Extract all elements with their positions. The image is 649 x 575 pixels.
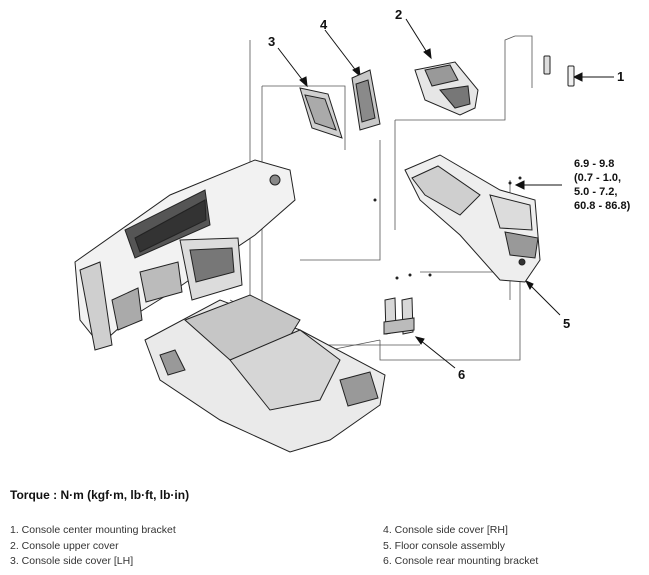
callout-4: 4 [320, 17, 328, 32]
legend-item: 2. Console upper cover [10, 539, 119, 552]
callout-5: 5 [563, 316, 571, 331]
floor-console-assembly [404, 154, 541, 283]
instrument-panel [74, 159, 296, 351]
console-center-mounting-bracket [543, 55, 575, 87]
callout-6: 6 [458, 367, 466, 382]
mounting-points [373, 176, 522, 280]
legend-item: 3. Console side cover [LH] [10, 555, 134, 567]
callout-2: 2 [395, 7, 403, 22]
callout-3: 3 [268, 34, 276, 49]
legend-item: 5. Floor console assembly [383, 539, 505, 552]
exploded-parts-diagram: 1 2 3 4 5 6 6.9 - 9.8 (0.7 - 1.0, 5.0 - … [74, 7, 630, 453]
console-upper-cover [414, 61, 479, 116]
console-side-cover-rh [351, 69, 381, 131]
torque-spec-line: 5.0 - 7.2, [574, 186, 618, 198]
floor-pan [144, 294, 386, 453]
legend-item: 6. Console rear mounting bracket [383, 555, 539, 567]
console-side-cover-lh [299, 87, 343, 139]
console-rear-mounting-bracket [383, 297, 415, 335]
callout-1: 1 [617, 69, 625, 84]
diagram-drawing [74, 18, 614, 453]
parts-legend-left: 1. Console center mounting bracket 2. Co… [10, 523, 176, 570]
torque-spec-line: 60.8 - 86.8) [574, 200, 631, 212]
torque-units-heading: Torque : N·m (kgf·m, lb·ft, lb·in) [10, 488, 190, 502]
torque-spec-line: 6.9 - 9.8 [574, 158, 615, 170]
leader-arrows [277, 18, 614, 369]
legend-item: 4. Console side cover [RH] [383, 524, 508, 536]
legend-item: 1. Console center mounting bracket [10, 524, 176, 536]
torque-spec: 6.9 - 9.8 (0.7 - 1.0, 5.0 - 7.2, 60.8 - … [574, 157, 630, 213]
parts-legend-right: 4. Console side cover [RH] 5. Floor cons… [383, 523, 538, 570]
torque-spec-line: (0.7 - 1.0, [574, 172, 622, 184]
